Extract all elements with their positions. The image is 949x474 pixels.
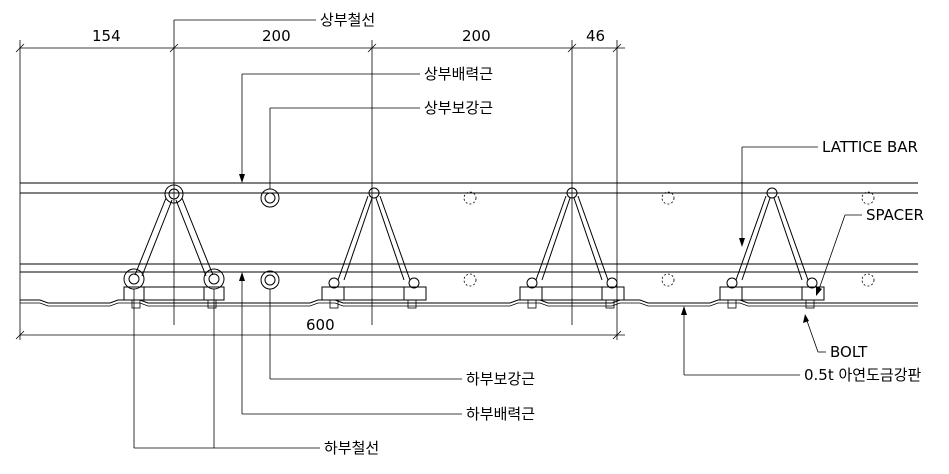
label-lower-main-bar: 하부배력근	[466, 405, 535, 423]
dimension-154: 154	[92, 27, 121, 45]
slab-lines	[20, 182, 918, 273]
leader-spacer	[816, 214, 862, 296]
leader-lattice-bar	[739, 146, 818, 247]
leader-deck-plate	[681, 306, 800, 376]
label-deck-plate: 0.5t 아연도금강판	[804, 366, 922, 384]
leader-upper-main-bar	[239, 73, 420, 183]
lattice-unit-2	[321, 187, 427, 309]
dimension-200-a: 200	[262, 27, 291, 45]
bottom-dimension-line	[15, 330, 625, 340]
label-upper-reinf-bar: 상부보강근	[424, 99, 493, 117]
leader-bolt	[803, 314, 826, 353]
label-lattice-bar: LATTICE BAR	[822, 138, 918, 156]
lattice-unit-4	[719, 187, 825, 309]
lower-reinforcement-bar	[260, 270, 280, 290]
dashed-bars	[463, 191, 875, 287]
label-spacer: SPACER	[866, 206, 924, 224]
label-bolt: BOLT	[830, 343, 868, 361]
label-upper-chord: 상부철선	[320, 11, 375, 29]
deck-plate-lower	[20, 302, 918, 307]
dimension-46: 46	[586, 27, 605, 45]
deck-plate	[20, 299, 918, 304]
leader-lower-chord	[133, 289, 320, 449]
dimension-600: 600	[306, 316, 335, 334]
leader-upper-reinf-bar	[269, 107, 420, 189]
leader-lower-reinf-bar	[269, 289, 462, 380]
upper-reinforcement-bar	[260, 188, 280, 208]
label-upper-main-bar: 상부배력근	[424, 65, 493, 83]
top-dimension-line	[15, 20, 625, 340]
lattice-unit-3	[519, 187, 625, 309]
leader-lower-main-bar	[239, 272, 462, 415]
label-lower-chord: 하부철선	[324, 439, 379, 457]
dimension-200-b: 200	[462, 27, 491, 45]
label-lower-reinf-bar: 하부보강근	[466, 370, 535, 388]
